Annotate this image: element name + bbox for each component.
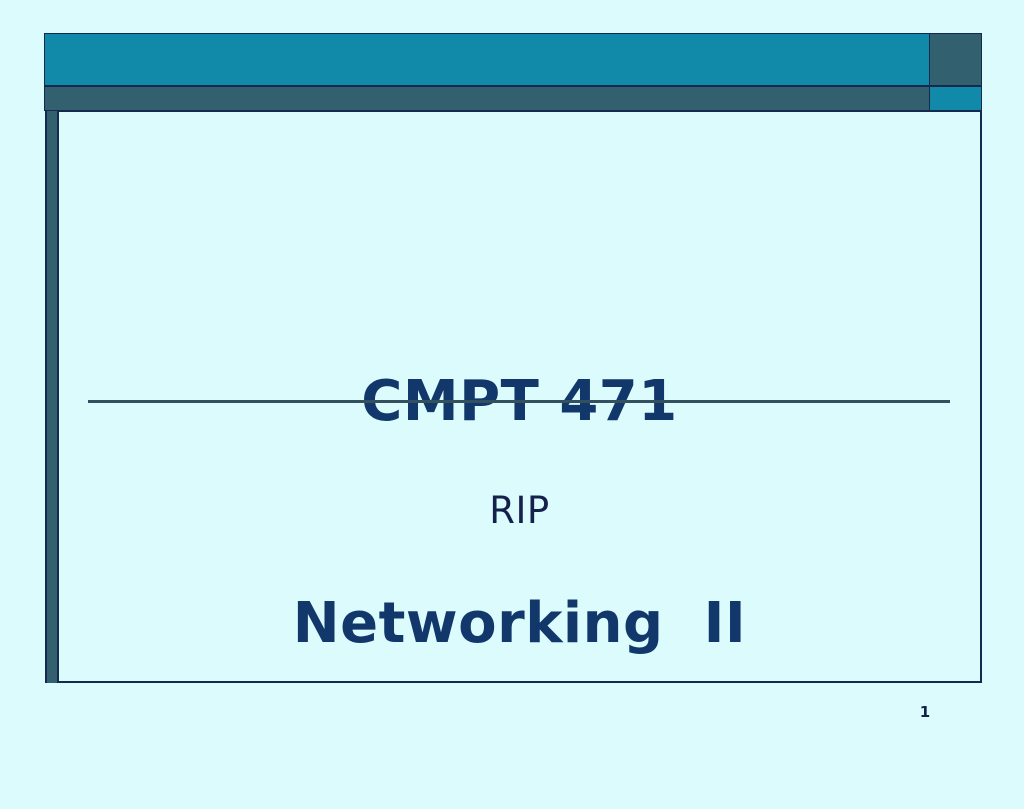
left-accent-bar: [45, 111, 58, 683]
slide-number: 1: [919, 703, 931, 721]
banner-block-bottom-left: [44, 86, 930, 111]
content-panel: CMPT 471 Networking II RIP: [57, 110, 982, 683]
slide-canvas: CMPT 471 Networking II RIP 1: [44, 33, 982, 721]
slide-subtitle: RIP: [489, 489, 550, 532]
banner-block-bottom-right: [929, 86, 982, 111]
slide-title-line-2: Networking II: [292, 591, 747, 656]
banner-block-top-left: [44, 33, 930, 86]
banner-block-top-right: [929, 33, 982, 86]
title-divider-rule: [88, 400, 950, 403]
